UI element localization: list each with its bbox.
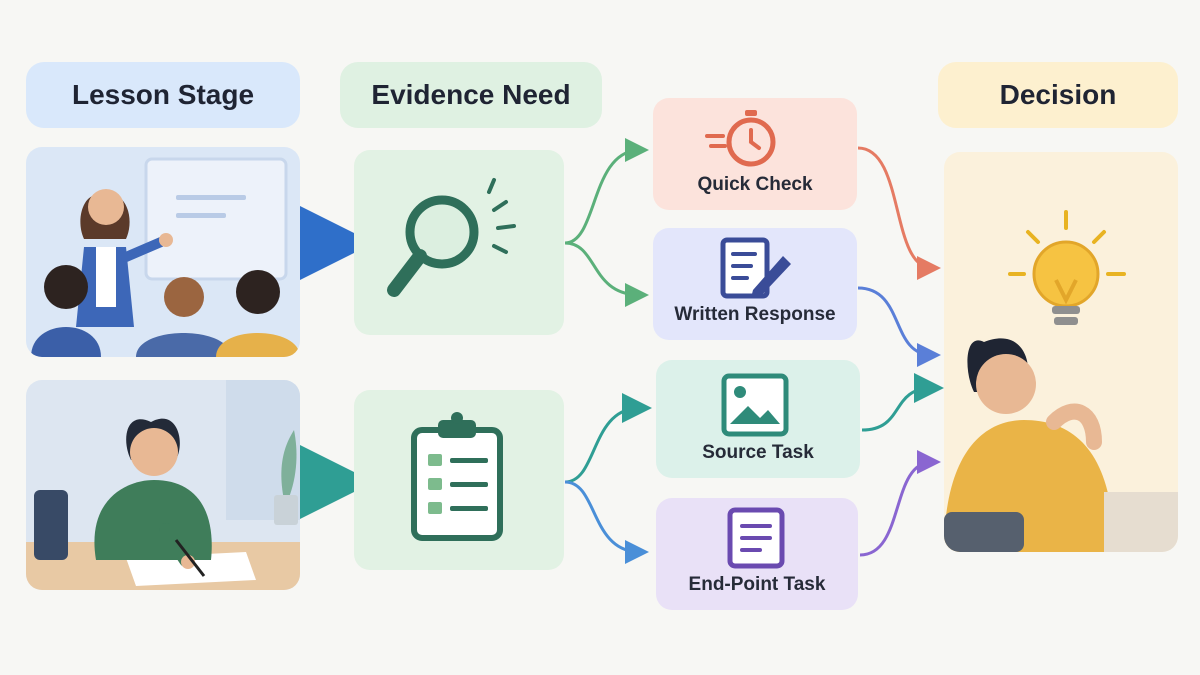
evidence-need-title: Evidence Need xyxy=(371,79,571,110)
source-task-label: Source Task xyxy=(702,442,814,463)
arrow-evidence1-quickcheck xyxy=(564,138,649,245)
evidence-need-header: Evidence Need xyxy=(340,62,602,128)
end-point-task-card: End-Point Task xyxy=(656,498,858,610)
document-lines-icon xyxy=(727,507,785,569)
written-response-card: Written Response xyxy=(653,228,857,340)
lightbulb-icon xyxy=(1008,210,1126,325)
quick-check-label: Quick Check xyxy=(697,174,813,195)
arrow-evidence2-source xyxy=(564,393,652,484)
decision-header: Decision xyxy=(938,62,1178,128)
lesson-stage-header: Lesson Stage xyxy=(26,62,300,128)
arrow-evidence1-written xyxy=(564,241,649,307)
decision-title: Decision xyxy=(999,79,1117,110)
end-point-task-label: End-Point Task xyxy=(688,574,826,595)
decision-thinking-illustration xyxy=(944,152,1178,552)
arrow-evidence2-endpoint xyxy=(564,480,649,564)
lesson-stage-classroom-illustration xyxy=(26,147,300,357)
quick-check-card: Quick Check xyxy=(653,98,857,210)
arrow-endpoint-decision xyxy=(859,450,941,557)
written-response-label: Written Response xyxy=(674,304,836,325)
image-source-icon xyxy=(721,373,789,437)
arrow-written-decision xyxy=(857,286,941,367)
evidence-clipboard-panel xyxy=(354,390,564,570)
lesson-stage-student-writing-illustration xyxy=(26,380,300,590)
document-pencil-icon xyxy=(720,237,791,299)
arrow-source-decision xyxy=(861,373,944,432)
stopwatch-icon xyxy=(705,110,776,167)
lesson-stage-title: Lesson Stage xyxy=(71,79,255,110)
evidence-magnifier-panel xyxy=(354,150,564,335)
arrow-quickcheck-decision xyxy=(857,146,941,280)
source-task-card: Source Task xyxy=(656,360,860,478)
